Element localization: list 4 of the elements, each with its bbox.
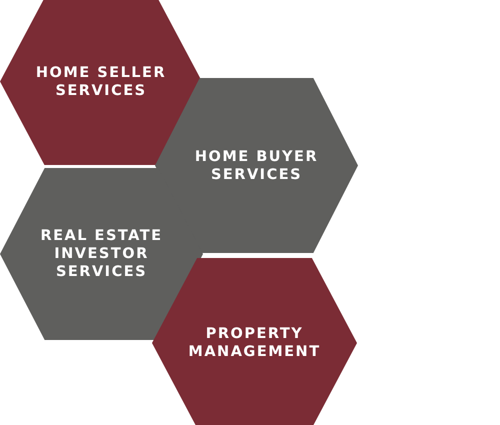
tile-label: REAL ESTATE INVESTOR SERVICES: [39, 227, 164, 281]
tile-label: PROPERTY MANAGEMENT: [187, 325, 322, 361]
tile-label: HOME BUYER SERVICES: [194, 148, 320, 184]
tile-label: HOME SELLER SERVICES: [34, 64, 168, 100]
